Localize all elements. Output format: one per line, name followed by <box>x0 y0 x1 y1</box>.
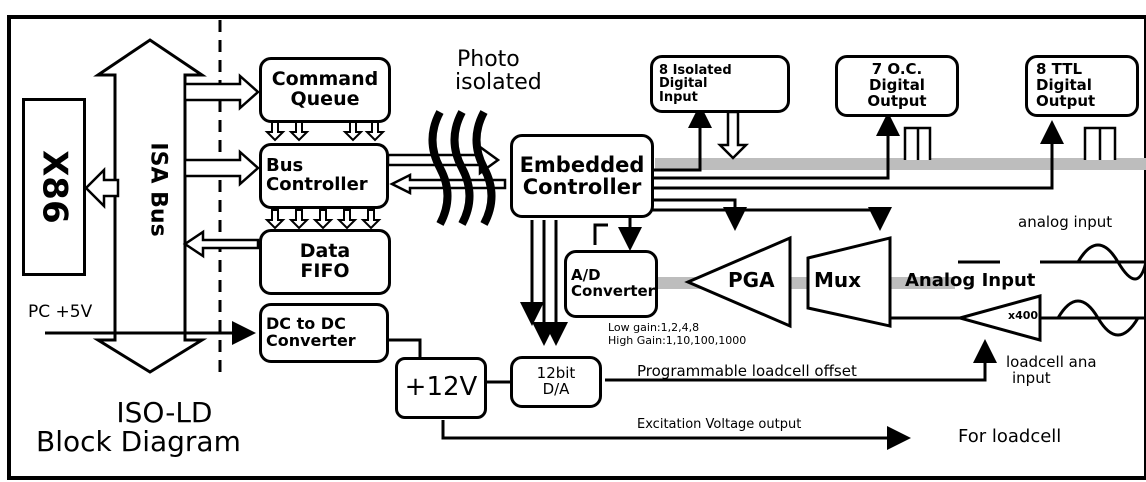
dcdc-to-12v <box>380 338 422 365</box>
x86-block: X86 <box>22 98 86 276</box>
ec-to-pga <box>650 198 747 231</box>
digital-bus-band <box>655 158 1146 170</box>
dac-block: 12bit D/A <box>510 356 602 408</box>
photo-isolation-symbol <box>428 110 496 226</box>
command-queue-block: Command Queue <box>259 57 391 123</box>
photo-isolated-label: Photo isolated <box>455 47 542 96</box>
isa-to-bus-arrow <box>183 149 260 187</box>
pc-5v-label: PC +5V <box>28 302 93 322</box>
embedded-controller-block: Embedded Controller <box>510 134 654 218</box>
ec-to-ttl-do <box>650 120 1064 190</box>
for-loadcell-label: For loadcell <box>958 426 1062 447</box>
x400-label: x400 <box>1008 309 1039 322</box>
gain-low-label: Low gain:1,2,4,8 <box>608 321 700 334</box>
analog-input-side-label: analog input <box>1018 213 1113 231</box>
ec-to-mux <box>650 207 892 231</box>
data-fifo-block: Data FIFO <box>259 229 391 295</box>
dac-to-x400 <box>605 339 997 382</box>
dc-dc-block: DC to DC Converter <box>259 303 389 363</box>
programmable-offset-label: Programmable loadcell offset <box>637 362 857 380</box>
isa-bus-label: ISA Bus <box>145 142 171 238</box>
fifo-to-isa-arrow <box>182 229 260 259</box>
adc-to-ec <box>593 223 608 245</box>
x86-label: X86 <box>34 150 75 224</box>
v12-block: +12V <box>395 357 487 419</box>
ec-to-isolated-di <box>650 104 712 172</box>
isa-bus-arrow <box>92 38 208 374</box>
ad-converter-block: A/D Converter <box>564 250 658 318</box>
diagram-frame <box>7 15 1146 480</box>
isa-to-command-arrow <box>183 73 260 111</box>
bus-controller-block: Bus Controller <box>259 143 389 209</box>
ttl-digital-output-block: 8 TTL Digital Output <box>1025 55 1139 117</box>
analog-input-label: Analog Input <box>905 270 1036 291</box>
excitation-line <box>441 420 911 450</box>
loadcell-input-label: loadcell ana input <box>1006 353 1097 387</box>
gain-high-label: High Gain:1,10,100,1000 <box>608 334 747 347</box>
oc-digital-output-block: 7 O.C. Digital Output <box>835 55 959 117</box>
oc-output-mark <box>903 126 932 160</box>
isolated-digital-input-block: 8 Isolated Digital Input <box>650 55 790 113</box>
mux-label: Mux <box>814 268 862 292</box>
diagram-title: ISO-LD Block Diagram <box>36 396 241 459</box>
sine-sources <box>1056 243 1146 337</box>
mux-shape <box>806 236 892 328</box>
ec-to-oc-do <box>650 112 900 180</box>
pga-label: PGA <box>728 268 775 292</box>
isa-to-x86-arrow <box>84 166 120 210</box>
pga-shape <box>684 235 792 329</box>
queue-bus-arrows <box>264 121 386 230</box>
x400-shape <box>954 294 1042 342</box>
di-input-arrow <box>716 110 750 160</box>
ttl-output-mark <box>1083 126 1117 160</box>
excitation-label: Excitation Voltage output <box>637 417 802 432</box>
